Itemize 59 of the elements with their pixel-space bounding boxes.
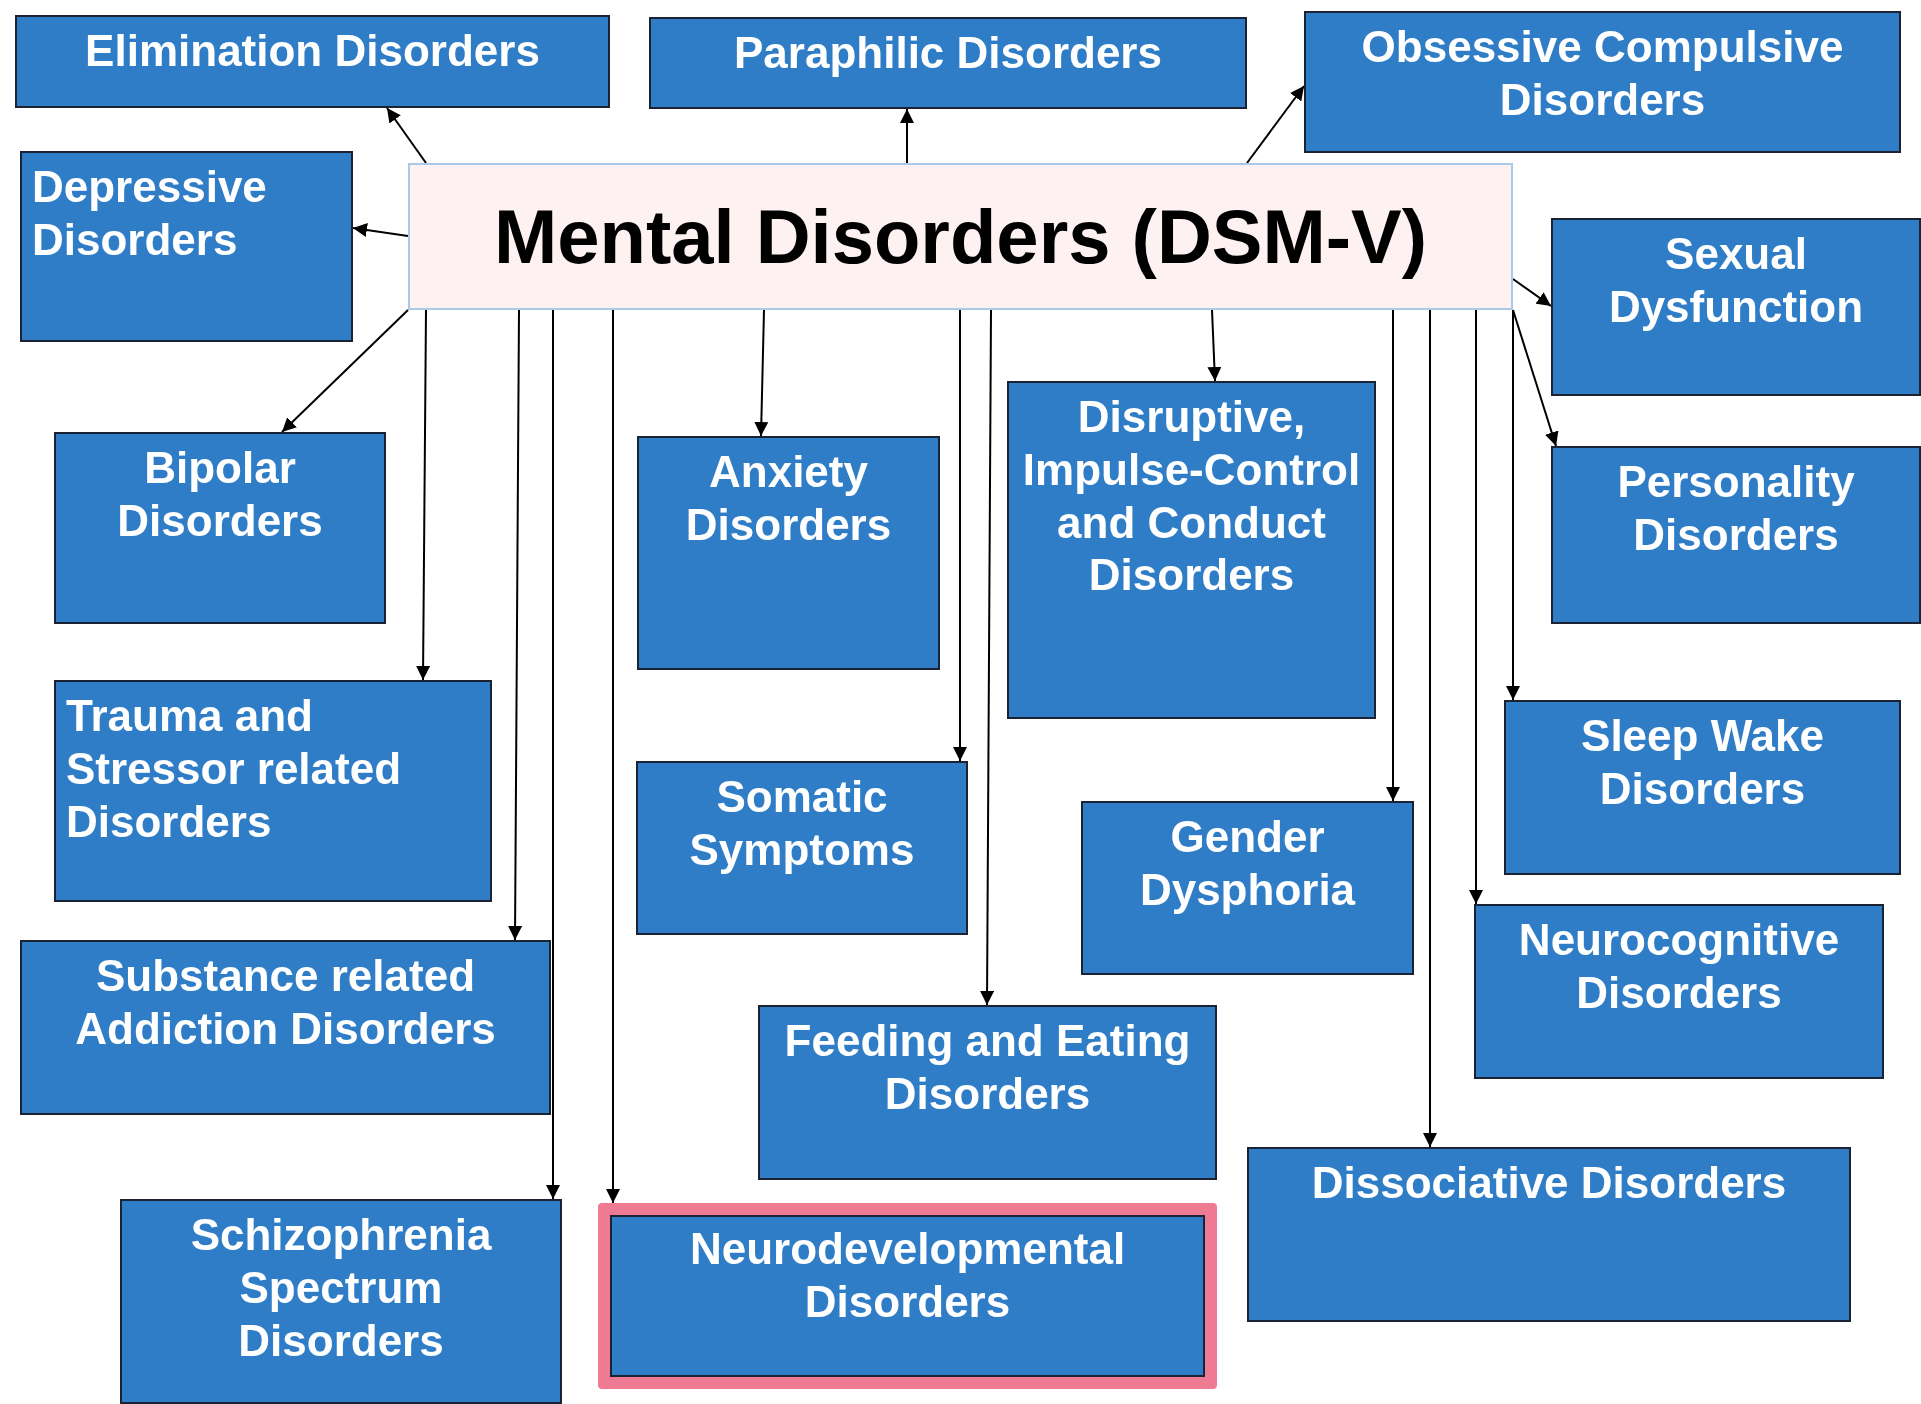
category-label: Bipolar Disorders: [116, 442, 324, 547]
category-label: Paraphilic Disorders: [734, 27, 1162, 79]
category-box: [598, 1203, 1217, 1389]
category-box: [1551, 446, 1921, 624]
category-box: [1247, 1147, 1851, 1322]
category-box: [649, 17, 1247, 109]
category-box: [1304, 11, 1901, 153]
category-box: [1504, 700, 1901, 875]
category-label: Feeding and Eating Disorders: [783, 1015, 1192, 1120]
title-box: [408, 163, 1513, 310]
category-label: Obsessive Compulsive Disorders: [1360, 21, 1845, 126]
category-label: Personality Disorders: [1616, 456, 1856, 561]
arrow: [953, 309, 967, 762]
category-label: Somatic Symptoms: [688, 771, 916, 876]
category-label: Disruptive, Impulse-Control and Conduct Disorders: [1021, 391, 1362, 602]
category-box: [54, 432, 386, 624]
category-label: Elimination Disorders: [85, 25, 540, 77]
category-label: Substance related Addiction Disorders: [74, 950, 497, 1055]
category-box: [1081, 801, 1414, 975]
category-label: Neurodevelopmental Disorders: [688, 1223, 1127, 1328]
category-box: [758, 1005, 1217, 1180]
category-box: [20, 151, 353, 342]
category-label: Gender Dysphoria: [1138, 811, 1357, 916]
category-label: Sleep Wake Disorders: [1580, 710, 1825, 815]
arrow: [386, 107, 427, 164]
category-label: Dissociative Disorders: [1311, 1157, 1787, 1209]
category-box: [1474, 904, 1884, 1079]
category-label: Schizophrenia Spectrum Disorders: [189, 1209, 493, 1367]
arrow: [1469, 309, 1483, 905]
arrow: [606, 309, 620, 1204]
category-box: [54, 680, 492, 902]
category-label: Trauma and Stressor related Disorders: [66, 690, 403, 848]
arrow: [900, 108, 914, 164]
category-box: [636, 761, 968, 935]
arrow: [1386, 309, 1400, 802]
category-label: Sexual Dysfunction: [1607, 228, 1865, 333]
arrow: [754, 309, 769, 437]
category-label: Depressive Disorders: [32, 161, 268, 266]
arrow: [980, 309, 995, 1006]
arrow: [1423, 309, 1437, 1148]
arrow: [546, 309, 560, 1200]
category-label: Anxiety Disorders: [684, 446, 893, 551]
arrow: [1512, 309, 1559, 447]
arrow: [1506, 309, 1520, 701]
category-box: [20, 940, 551, 1115]
category-box: [15, 15, 610, 108]
category-box: [637, 436, 940, 670]
arrow: [281, 309, 409, 433]
arrow: [1207, 309, 1222, 382]
central-label: Mental Disorders (DSM-V): [493, 192, 1428, 281]
arrow: [416, 309, 431, 681]
arrow: [352, 223, 409, 237]
arrow: [508, 309, 523, 941]
category-box: [1007, 381, 1376, 719]
category-box: [120, 1199, 562, 1404]
category-box: [1551, 218, 1921, 396]
category-label: Neurocognitive Disorders: [1517, 914, 1841, 1019]
arrow: [1512, 278, 1552, 307]
arrow: [1246, 85, 1305, 164]
